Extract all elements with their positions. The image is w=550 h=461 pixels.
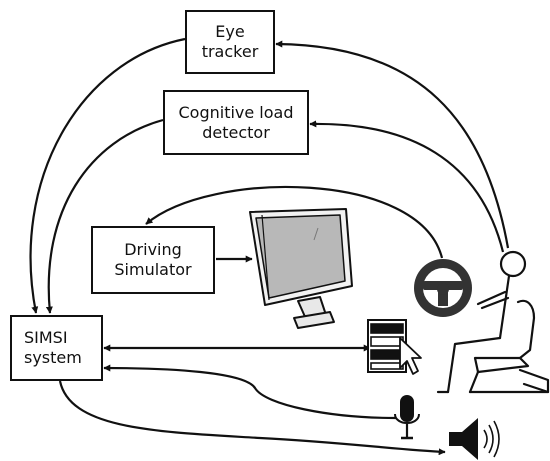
- eye-tracker-label-line1: Eye: [215, 22, 245, 41]
- arrow-simsi-to-speaker: [58, 380, 446, 456]
- arrow-wheel-to-driving-simulator: [145, 185, 444, 259]
- monitor-icon: [249, 208, 353, 329]
- driver-figure-icon: [436, 250, 527, 394]
- arrow-driver-to-cognitive-load: [309, 120, 505, 253]
- driving-simulator-label-line1: Driving: [124, 240, 182, 259]
- connectors: [29, 37, 510, 456]
- driving-simulator-label-line2: Simulator: [114, 260, 192, 279]
- arrow-microphone-to-simsi: [103, 364, 397, 420]
- arrow-eye-tracker-to-simsi: [29, 37, 186, 314]
- seat-icon: [468, 299, 550, 394]
- eye-tracker-box: Eye tracker: [185, 10, 275, 74]
- eye-tracker-label-line2: tracker: [201, 42, 259, 61]
- simsi-label-line2: system: [24, 348, 82, 367]
- cognitive-load-label-line1: Cognitive load: [178, 102, 294, 122]
- speaker-icon: [449, 418, 500, 460]
- cognitive-load-detector-box: Cognitive load detector: [163, 90, 309, 155]
- microphone-icon: [394, 395, 420, 440]
- simsi-label-line1: SIMSI: [24, 328, 68, 347]
- arrow-driver-to-eye-tracker: [275, 40, 510, 249]
- arrow-cognitive-load-to-simsi: [45, 118, 164, 314]
- cursor-icon: [399, 337, 422, 375]
- cognitive-load-label-line2: detector: [202, 122, 270, 142]
- steering-wheel-icon: [414, 259, 472, 317]
- driving-simulator-box: Driving Simulator: [91, 226, 215, 294]
- simsi-system-box: SIMSI system: [10, 315, 103, 381]
